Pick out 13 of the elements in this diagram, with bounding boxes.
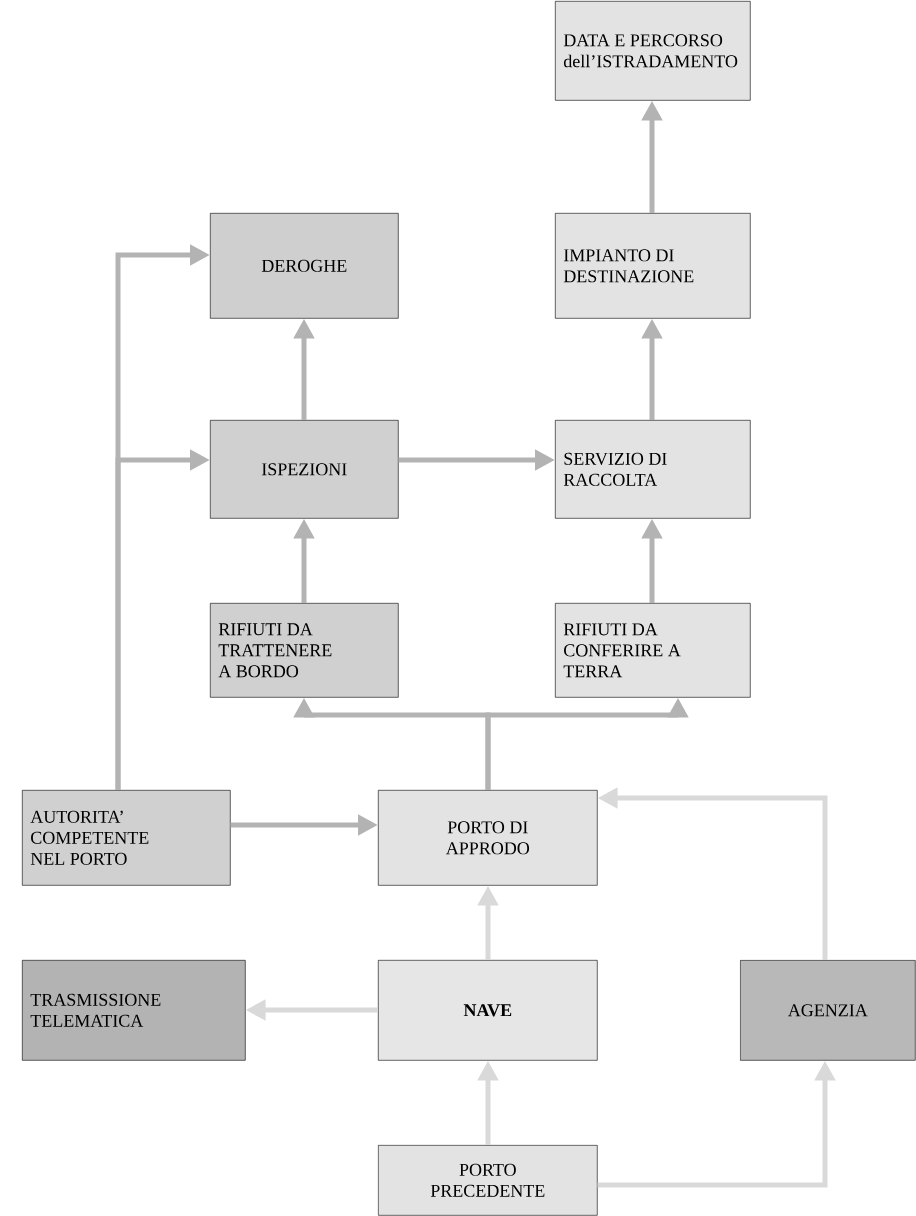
process-box: PORTO DI APPRODO — [378, 790, 598, 886]
process-box: AUTORITA’ COMPETENTE NEL PORTO — [22, 790, 231, 886]
process-box: TRASMISSIONE TELEMATICA — [22, 960, 246, 1061]
process-box: PORTO PRECEDENTE — [378, 1145, 598, 1216]
process-box: IMPIANTO DI DESTINAZIONE — [555, 213, 751, 319]
process-box: AGENZIA — [740, 960, 916, 1061]
process-box: DATA E PERCORSO dell’ISTRADAMENTO — [555, 1, 751, 101]
process-box: ISPEZIONI — [210, 420, 399, 519]
process-box: DEROGHE — [210, 213, 399, 319]
process-box: NAVE — [378, 960, 598, 1061]
process-box: SERVIZIO DI RACCOLTA — [555, 420, 751, 519]
process-box: RIFIUTI DA CONFERIRE A TERRA — [555, 603, 751, 698]
process-box: RIFIUTI DA TRATTENERE A BORDO — [210, 603, 399, 698]
